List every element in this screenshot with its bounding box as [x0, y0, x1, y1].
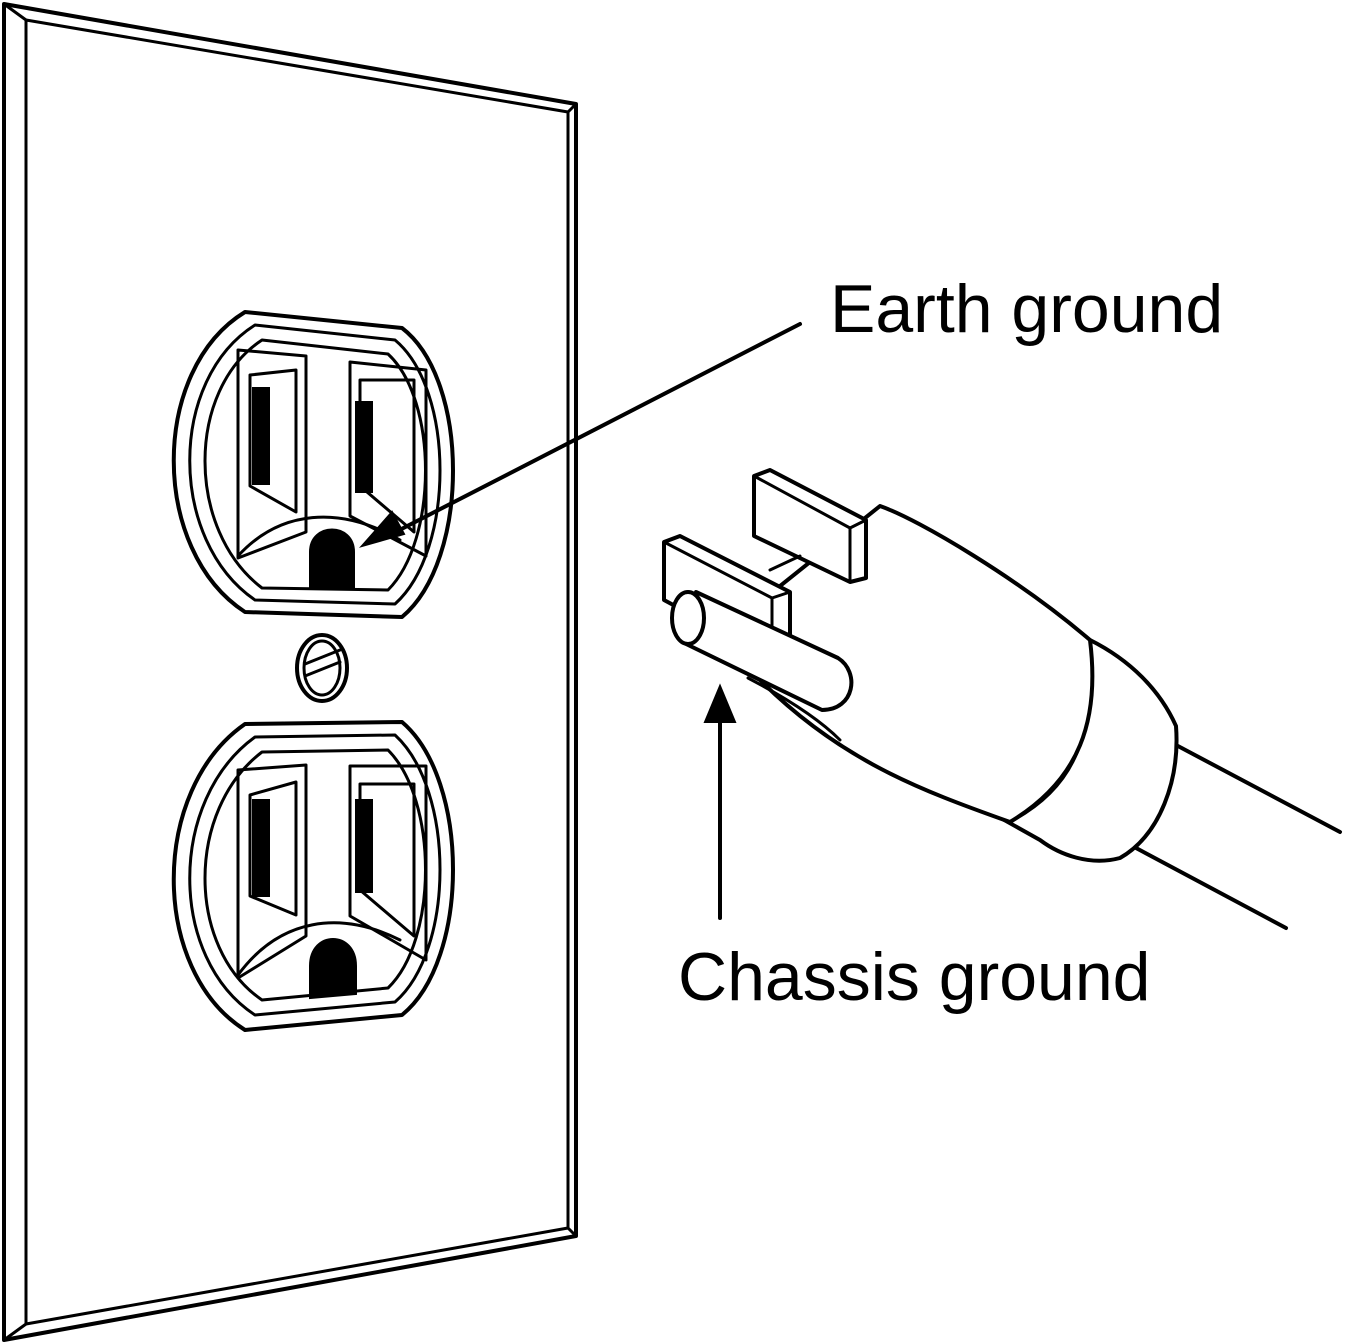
- lower-ground-hole: [309, 938, 357, 1000]
- upper-blade: [752, 468, 868, 584]
- upper-right-slot: [348, 360, 428, 558]
- chassis-ground-callout: Chassis ground: [678, 683, 1150, 1015]
- upper-receptacle: [171, 310, 455, 619]
- earth-ground-arrowhead: [358, 510, 406, 548]
- lower-right-slot: [348, 764, 428, 962]
- chassis-ground-arrowhead: [703, 683, 737, 723]
- earth-ground-leader-line: [382, 322, 802, 540]
- earth-ground-label: Earth ground: [830, 271, 1223, 347]
- cord-lower-edge: [1134, 846, 1288, 930]
- chassis-ground-label: Chassis ground: [678, 939, 1150, 1015]
- cord-upper-edge: [1174, 743, 1342, 834]
- lower-receptacle: [171, 720, 455, 1032]
- ground-pin: [670, 590, 854, 712]
- lower-left-slot: [236, 763, 308, 980]
- cover-screw: [295, 633, 349, 703]
- plug: [662, 468, 1342, 930]
- wall-plate: [2, 2, 578, 1342]
- upper-left-slot: [236, 348, 308, 560]
- upper-ground-hole: [309, 528, 355, 589]
- earth-ground-callout: Earth ground: [358, 271, 1223, 548]
